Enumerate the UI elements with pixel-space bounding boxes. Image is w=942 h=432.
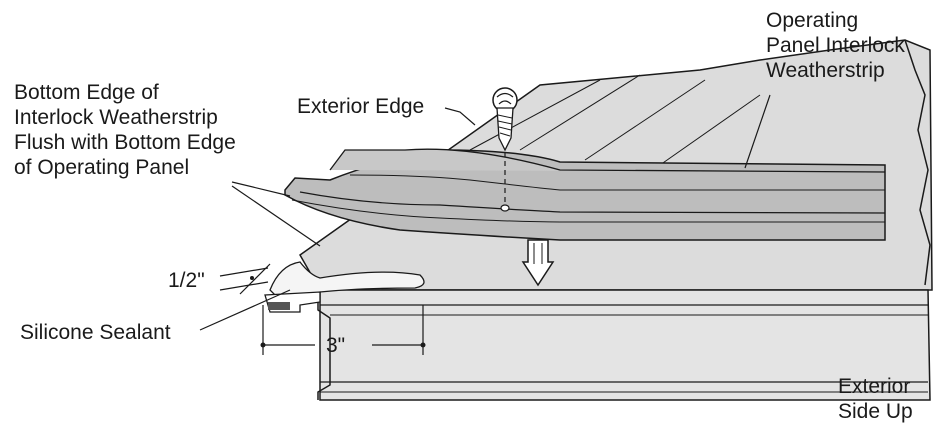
- frame-left-edge: [317, 290, 331, 400]
- sealant-pad: [268, 302, 290, 310]
- weatherstrip-groove-3: [291, 199, 830, 223]
- label-three-inch: 3": [326, 334, 346, 357]
- label-operating-panel-weatherstrip: Operating Panel Interlock Weatherstrip: [766, 9, 905, 82]
- frame-body: [319, 289, 931, 401]
- panel-diagonal-4: [659, 94, 761, 166]
- leader-operating: [744, 94, 771, 169]
- down-arrow-icon: [521, 239, 555, 287]
- weatherstrip-groove-1: [329, 148, 886, 173]
- weatherstrip-groove-4: [349, 174, 885, 191]
- label-half-inch: 1/2": [168, 269, 205, 292]
- half-inch-dim-top: [219, 267, 269, 277]
- panel-diagonal-3: [584, 79, 706, 161]
- half-inch-dim-bottom: [219, 281, 269, 291]
- leader-bottom-edge-2: [231, 185, 321, 247]
- label-exterior-edge: Exterior Edge: [297, 95, 425, 118]
- screw-icon: [492, 87, 518, 152]
- half-inch-dim-vert: [239, 263, 271, 295]
- panel-diagonal-1: [469, 79, 601, 151]
- panel-torn-edge: [904, 39, 931, 286]
- leader-exterior-edge: [444, 107, 476, 126]
- screw-hole: [500, 204, 510, 212]
- leader-bottom-edge-1: [231, 181, 291, 197]
- weatherstrip-groove-2: [299, 191, 886, 214]
- leader-silicone: [199, 289, 291, 331]
- panel-diagonal-2: [519, 74, 641, 151]
- label-bottom-edge: Bottom Edge of Interlock Weatherstrip Fl…: [14, 81, 236, 179]
- label-silicone-sealant: Silicone Sealant: [20, 321, 171, 344]
- label-exterior-side-up: Exterior Side Up: [838, 375, 913, 423]
